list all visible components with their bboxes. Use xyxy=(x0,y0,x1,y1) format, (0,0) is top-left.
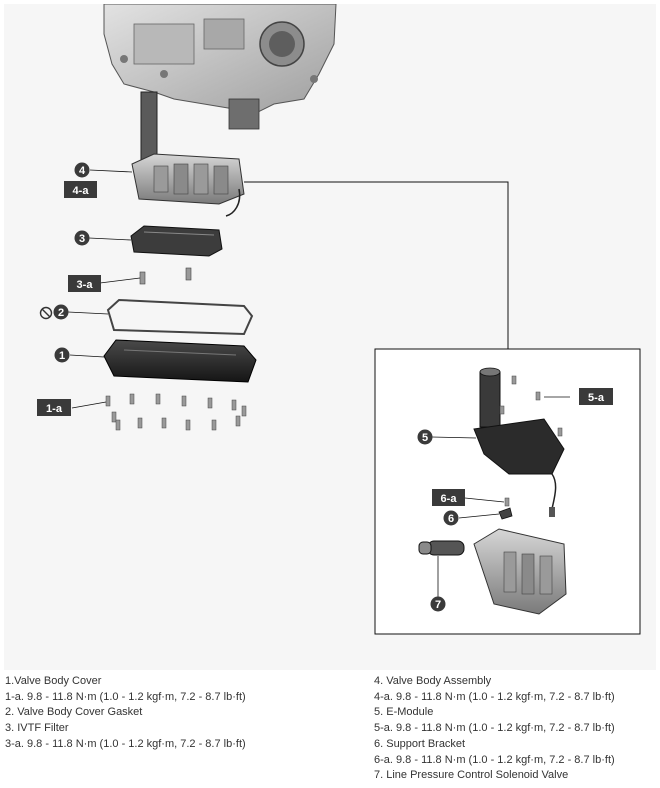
callout-4: 4 xyxy=(74,162,90,178)
tag-4-a: 4-a xyxy=(64,181,97,198)
filter-bolts xyxy=(139,267,192,285)
exploded-diagram: 4 3 2 1 5 6 7 4-a 3-a 1-a 5-a 6 xyxy=(4,4,656,670)
leader-line xyxy=(244,181,509,349)
legend-item: 4-a. 9.8 - 11.8 N·m (1.0 - 1.2 kgf·m, 7.… xyxy=(374,690,615,703)
legend-item: 4. Valve Body Assembly xyxy=(374,675,492,687)
tag-5-a: 5-a xyxy=(579,388,613,405)
legend-item: 7. Line Pressure Control Solenoid Valve xyxy=(374,769,569,782)
svg-text:3: 3 xyxy=(79,233,85,245)
legend-item: 2. Valve Body Cover Gasket xyxy=(5,706,143,719)
callout-3: 3 xyxy=(74,230,90,246)
legend-left-column: 1.Valve Body Cover 1-a. 9.8 - 11.8 N·m (… xyxy=(5,674,246,753)
svg-text:4: 4 xyxy=(79,165,86,177)
legend-item: 5-a. 9.8 - 11.8 N·m (1.0 - 1.2 kgf·m, 7.… xyxy=(374,722,615,735)
tag-3-a: 3-a xyxy=(68,275,101,292)
support-bracket xyxy=(498,497,513,520)
tag-6-a: 6-a xyxy=(432,489,465,506)
svg-text:1: 1 xyxy=(59,350,65,362)
ivtf-filter xyxy=(130,225,223,257)
callout-5: 5 xyxy=(417,429,433,445)
transmission-housing xyxy=(103,4,337,130)
e-module xyxy=(473,367,565,517)
callout-2: 2 xyxy=(53,304,69,320)
svg-text:5: 5 xyxy=(422,432,428,444)
valve-body-cover-gasket xyxy=(106,298,254,336)
callout-1: 1 xyxy=(54,347,70,363)
svg-text:7: 7 xyxy=(435,599,441,611)
non-reusable-icon xyxy=(39,306,53,320)
callout-6: 6 xyxy=(443,510,459,526)
svg-text:2: 2 xyxy=(58,307,64,319)
legend-item: 3. IVTF Filter xyxy=(5,722,69,735)
legend-item: 6-a. 9.8 - 11.8 N·m (1.0 - 1.2 kgf·m, 7.… xyxy=(374,753,615,766)
valve-body-cover xyxy=(103,339,257,383)
svg-text:5-a: 5-a xyxy=(588,392,605,404)
legend-item: 6. Support Bracket xyxy=(374,737,466,750)
legend-item: 5. E-Module xyxy=(374,706,434,719)
legend-item: 1-a. 9.8 - 11.8 N·m (1.0 - 1.2 kgf·m, 7.… xyxy=(5,690,246,703)
line-pressure-control-solenoid-valve xyxy=(418,540,465,556)
tag-1-a: 1-a xyxy=(37,399,71,416)
parts-legend: 1.Valve Body Cover 1-a. 9.8 - 11.8 N·m (… xyxy=(0,674,660,788)
callout-leaders xyxy=(67,169,570,602)
legend-item: 1.Valve Body Cover xyxy=(5,675,102,687)
valve-body-assembly xyxy=(131,91,245,217)
svg-text:1-a: 1-a xyxy=(46,403,63,415)
cover-bolts xyxy=(105,393,247,431)
svg-text:3-a: 3-a xyxy=(77,279,94,291)
svg-text:6-a: 6-a xyxy=(441,493,458,505)
svg-text:6: 6 xyxy=(448,513,454,525)
callout-7: 7 xyxy=(430,596,446,612)
svg-text:4-a: 4-a xyxy=(73,185,90,197)
legend-item: 3-a. 9.8 - 11.8 N·m (1.0 - 1.2 kgf·m, 7.… xyxy=(5,737,246,750)
legend-right-column: 4. Valve Body Assembly 4-a. 9.8 - 11.8 N… xyxy=(374,674,615,784)
